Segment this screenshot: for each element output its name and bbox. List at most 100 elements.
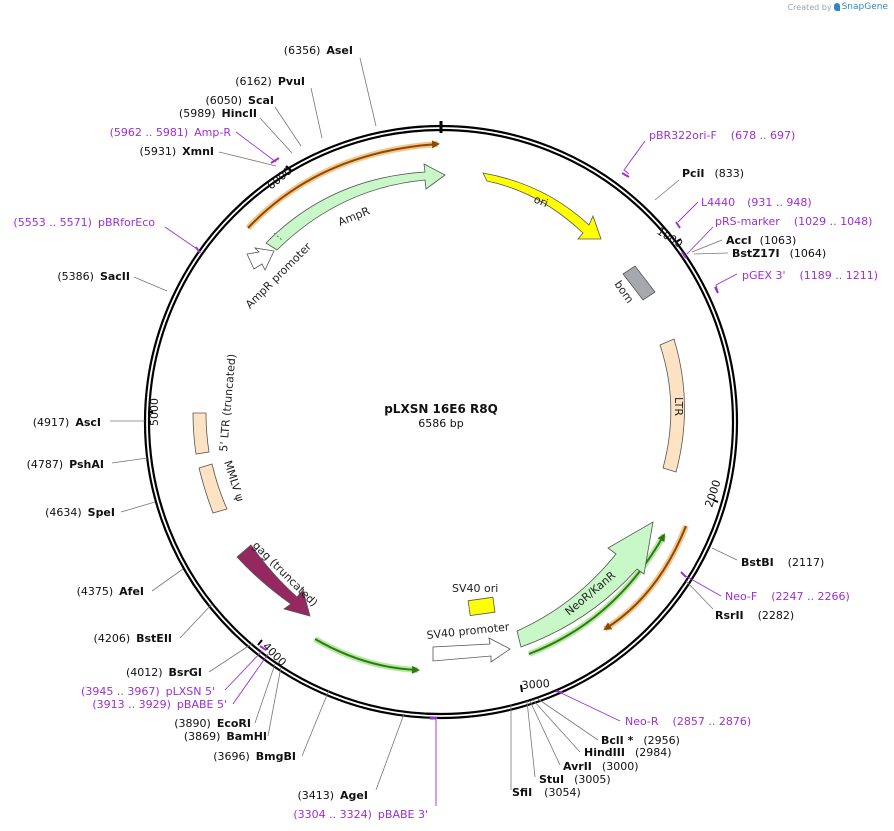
primer-mark-pbr322ori xyxy=(621,172,630,178)
svg-text:pBR322ori-F(678 .. 697): pBR322ori-F(678 .. 697) xyxy=(649,129,795,142)
sv40-ori-feature[interactable] xyxy=(467,596,496,617)
gag-feature[interactable] xyxy=(236,544,311,617)
site-label-acci[interactable]: AccI(1063) xyxy=(726,234,796,247)
amp-primer-arrow xyxy=(247,140,440,229)
ampr-feature[interactable] xyxy=(265,163,446,251)
gag-direction-arrow xyxy=(314,638,420,674)
primer-label-neo-r[interactable]: Neo-R(2857 .. 2876) xyxy=(625,715,751,728)
svg-text:(3304 .. 3324)pBABE 3': (3304 .. 3324)pBABE 3' xyxy=(293,808,428,821)
primer-label-pbabe5[interactable]: (3913 .. 3929)pBABE 5' xyxy=(92,698,227,711)
bom-feature[interactable] xyxy=(622,265,656,301)
mmlv-psi-feature[interactable] xyxy=(198,463,228,514)
ltr5-feature[interactable] xyxy=(192,412,210,455)
leader-plxsn5 xyxy=(224,650,263,691)
svg-text:BstBI(2117): BstBI (2117) xyxy=(741,556,824,569)
site-pos: (2984) xyxy=(635,746,672,759)
ltr5-label: 5' LTR (truncated) xyxy=(217,353,239,452)
svg-text:(6050)ScaI: (6050)ScaI xyxy=(205,94,274,107)
site-label-hindiii[interactable]: HindIII(2984) xyxy=(584,746,672,759)
site-label-scai[interactable]: (6050)ScaI xyxy=(205,94,274,107)
leader-rsrii xyxy=(685,580,714,610)
site-name: BstBI xyxy=(741,556,774,569)
svg-text:BclI *(2956): BclI *(2956) xyxy=(601,734,680,747)
ltr-feature[interactable] xyxy=(659,338,685,473)
primer-label-plxsn5[interactable]: (3945 .. 3967)pLXSN 5' xyxy=(81,685,215,698)
site-pos: (3696) xyxy=(213,750,250,763)
primer-label-prs-marker[interactable]: pRS-marker (1029 .. 1048) xyxy=(715,215,872,228)
plasmid-name: pLXSN 16E6 R8Q xyxy=(384,402,498,416)
site-label-bsrgi[interactable]: (4012)BsrGI xyxy=(126,666,202,679)
primer-label-neo-f[interactable]: Neo-F(2247 .. 2266) xyxy=(725,590,850,603)
neor-feature[interactable] xyxy=(516,521,654,648)
site-name: BstZ17I xyxy=(732,247,780,260)
site-label-pvui[interactable]: (6162)PvuI xyxy=(235,75,305,88)
svg-text:RsrII(2282): RsrII(2282) xyxy=(715,609,794,622)
site-label-bmgbi[interactable]: (3696)BmgBI xyxy=(213,750,296,763)
site-label-bcli[interactable]: BclI *(2956) xyxy=(601,734,680,747)
primer-label-pbabe3[interactable]: (3304 .. 3324)pBABE 3' xyxy=(293,808,428,821)
primer-name: pBABE 3' xyxy=(378,808,428,821)
site-label-sfii[interactable]: SfiI(3054) xyxy=(512,786,581,799)
site-label-xmni[interactable]: (5931)XmnI xyxy=(140,145,214,158)
site-label-pshai[interactable]: (4787)PshAI xyxy=(27,458,104,471)
site-label-sacii[interactable]: (5386)SacII xyxy=(57,270,130,283)
primer-name: pRS-marker xyxy=(715,215,780,228)
gag-direction-arc xyxy=(313,636,419,673)
primer-label-pgex3[interactable]: pGEX 3'(1189 .. 1211) xyxy=(742,269,878,282)
site-name: AgeI xyxy=(340,789,368,802)
site-label-spei[interactable]: (4634)SpeI xyxy=(45,506,115,519)
snapgene-logo-icon xyxy=(833,3,840,11)
primer-mark-prs-marker xyxy=(681,251,687,259)
svg-text:(5962 .. 5981)Amp-R: (5962 .. 5981)Amp-R xyxy=(110,126,232,139)
tick-marks xyxy=(148,165,719,693)
svg-text:(6162)PvuI: (6162)PvuI xyxy=(235,75,305,88)
sv40-ori-label: SV40 ori xyxy=(452,582,498,595)
site-pos: (2117) xyxy=(788,556,825,569)
primer-range: (1029 .. 1048) xyxy=(794,215,873,228)
site-label-hincii[interactable]: (5989)HincII xyxy=(179,107,257,120)
tick-4000 xyxy=(257,639,263,646)
primer-label-pbrforeco[interactable]: (5553 .. 5571)pBRforEco xyxy=(13,216,155,229)
site-label-bsteii[interactable]: (4206)BstEII xyxy=(94,632,172,645)
primer-range: (678 .. 697) xyxy=(731,129,796,142)
ampr-promoter-feature[interactable] xyxy=(246,247,275,271)
primer-label-pbr322ori[interactable]: pBR322ori-F(678 .. 697) xyxy=(649,129,795,142)
leader-afei xyxy=(151,568,184,592)
site-name: BclI * xyxy=(601,734,634,747)
tick-label-5000: 5000 xyxy=(148,398,161,426)
site-label-rsrii[interactable]: RsrII(2282) xyxy=(715,609,794,622)
tick-label-1000: 1000 xyxy=(654,225,685,251)
site-label-stui[interactable]: StuI(3005) xyxy=(539,773,611,786)
site-label-bstbi[interactable]: BstBI (2117) xyxy=(741,556,824,569)
site-label-asei[interactable]: (6356)AseI xyxy=(284,44,353,57)
sv40-promoter-feature[interactable] xyxy=(432,637,511,663)
svg-text:AvrII(3000): AvrII(3000) xyxy=(563,760,638,773)
leader-bmgbi xyxy=(301,689,330,757)
site-label-pcii[interactable]: PciI(833) xyxy=(682,167,744,180)
leader-hincii xyxy=(259,117,293,154)
tick-3000 xyxy=(520,684,523,693)
site-pos: (3413) xyxy=(297,789,334,802)
site-label-ecori[interactable]: (3890)EcoRI xyxy=(174,717,251,730)
leader-agei xyxy=(375,713,405,791)
site-label-asci[interactable]: (4917)AscI xyxy=(33,416,101,429)
site-label-agei[interactable]: (3413) AgeI xyxy=(297,789,368,802)
primer-label-amp-r[interactable]: (5962 .. 5981)Amp-R xyxy=(110,126,232,139)
site-label-afei[interactable]: (4375)AfeI xyxy=(77,585,144,598)
site-label-bamhi[interactable]: (3869)BamHI xyxy=(184,730,267,743)
site-label-avrii[interactable]: AvrII(3000) xyxy=(563,760,638,773)
leader-sacii xyxy=(133,276,168,292)
primer-marks xyxy=(195,157,719,719)
site-name: AvrII xyxy=(563,760,592,773)
leader-pbrforeco xyxy=(164,226,198,250)
leader-amp-r xyxy=(235,131,277,163)
primer-range: (3945 .. 3967) xyxy=(81,685,160,698)
site-pos: (3869) xyxy=(184,730,221,743)
primer-label-l4440[interactable]: L4440(931 .. 948) xyxy=(701,196,812,209)
svg-text:(4917)AscI: (4917)AscI xyxy=(33,416,101,429)
ori-feature[interactable] xyxy=(482,172,602,240)
svg-text:(3413)AgeI: (3413) AgeI xyxy=(297,789,368,802)
primer-name: Neo-R xyxy=(625,715,659,728)
primer-mark-amp-r xyxy=(270,157,280,164)
site-label-bstz17i[interactable]: BstZ17I(1064) xyxy=(732,247,826,260)
